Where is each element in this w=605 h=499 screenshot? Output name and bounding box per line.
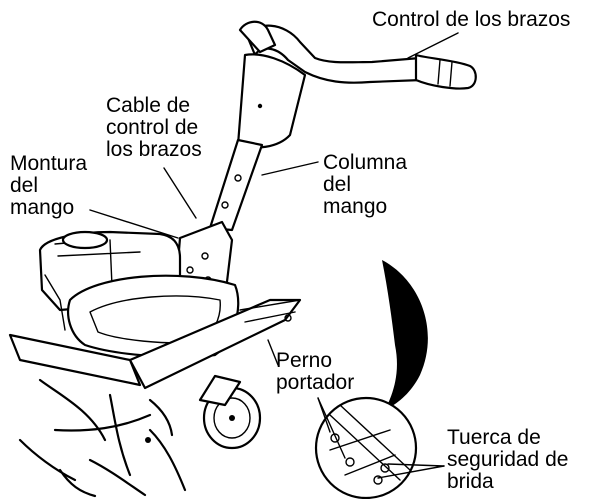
tines xyxy=(18,378,187,498)
label-control-de-los-brazos: Control de los brazos xyxy=(372,8,571,31)
label-cable-de-control: Cable de control de los brazos xyxy=(106,94,202,161)
inset-pointer xyxy=(382,260,428,410)
tine-shield xyxy=(8,274,302,390)
label-montura-del-mango: Montura del mango xyxy=(10,152,88,219)
label-tuerca-de-seguridad: Tuerca de seguridad de brida xyxy=(447,426,569,493)
transport-wheel xyxy=(198,374,262,450)
handlebar xyxy=(238,20,477,90)
leader-lines xyxy=(89,32,459,479)
label-columna-del-mango: Columna del mango xyxy=(323,151,408,218)
handle-column xyxy=(173,53,307,302)
inset-detail xyxy=(314,396,418,499)
label-perno-portador: Perno portador xyxy=(276,349,355,394)
